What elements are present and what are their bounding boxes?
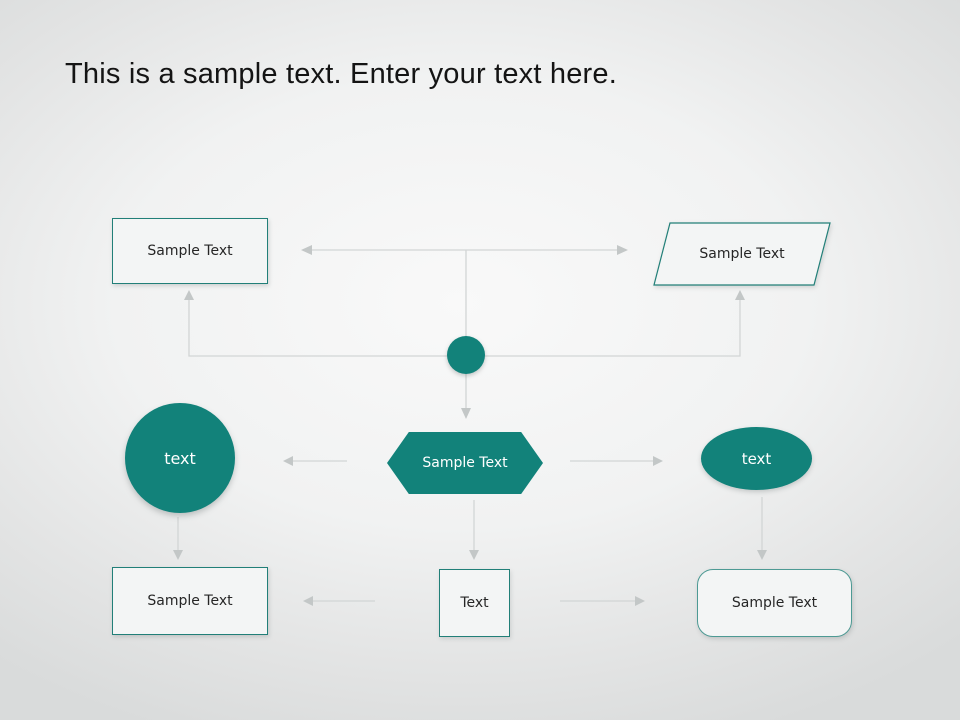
right-ellipse-label: text [741,449,772,468]
bottom-left-rectangle[interactable]: Sample Text [112,567,268,635]
center-hexagon-label: Sample Text [422,455,508,471]
arrowhead-to-left-circle [283,456,293,466]
arrowhead-to-bottom-right-rect [635,596,645,606]
top-right-parallelogram[interactable]: Sample Text [653,222,831,286]
arrowhead-to-bottom-left-rect [303,596,313,606]
slide-title-placeholder[interactable]: This is a sample text. Enter your text h… [65,58,617,90]
bottom-center-square-label: Text [460,595,489,611]
arrowhead-up-to-left-rect [184,290,194,300]
top-right-parallelogram-label: Sample Text [699,246,785,262]
arrowhead-down-left [173,550,183,560]
parallelogram-outline [653,222,831,286]
arrowhead-down-to-hexagon [461,408,471,419]
left-circle-label: text [164,448,196,468]
arrowhead-top-left [301,245,312,255]
bottom-center-square[interactable]: Text [439,569,510,637]
arrowhead-down-center [469,550,479,560]
bottom-left-rectangle-label: Sample Text [147,593,233,609]
left-circle[interactable]: text [125,403,235,513]
right-ellipse[interactable]: text [701,427,812,490]
center-hexagon[interactable]: Sample Text [387,432,543,494]
hub-circle[interactable] [447,336,485,374]
arrowhead-down-right [757,550,767,560]
arrowhead-to-right-ellipse [653,456,663,466]
arrowhead-up-to-parallelogram [735,290,745,300]
top-left-rectangle[interactable]: Sample Text [112,218,268,284]
bottom-right-rounded-rectangle-label: Sample Text [731,595,818,611]
arrowhead-top-right [617,245,628,255]
bottom-right-rounded-rectangle[interactable]: Sample Text [697,569,852,637]
top-left-rectangle-label: Sample Text [147,243,233,259]
